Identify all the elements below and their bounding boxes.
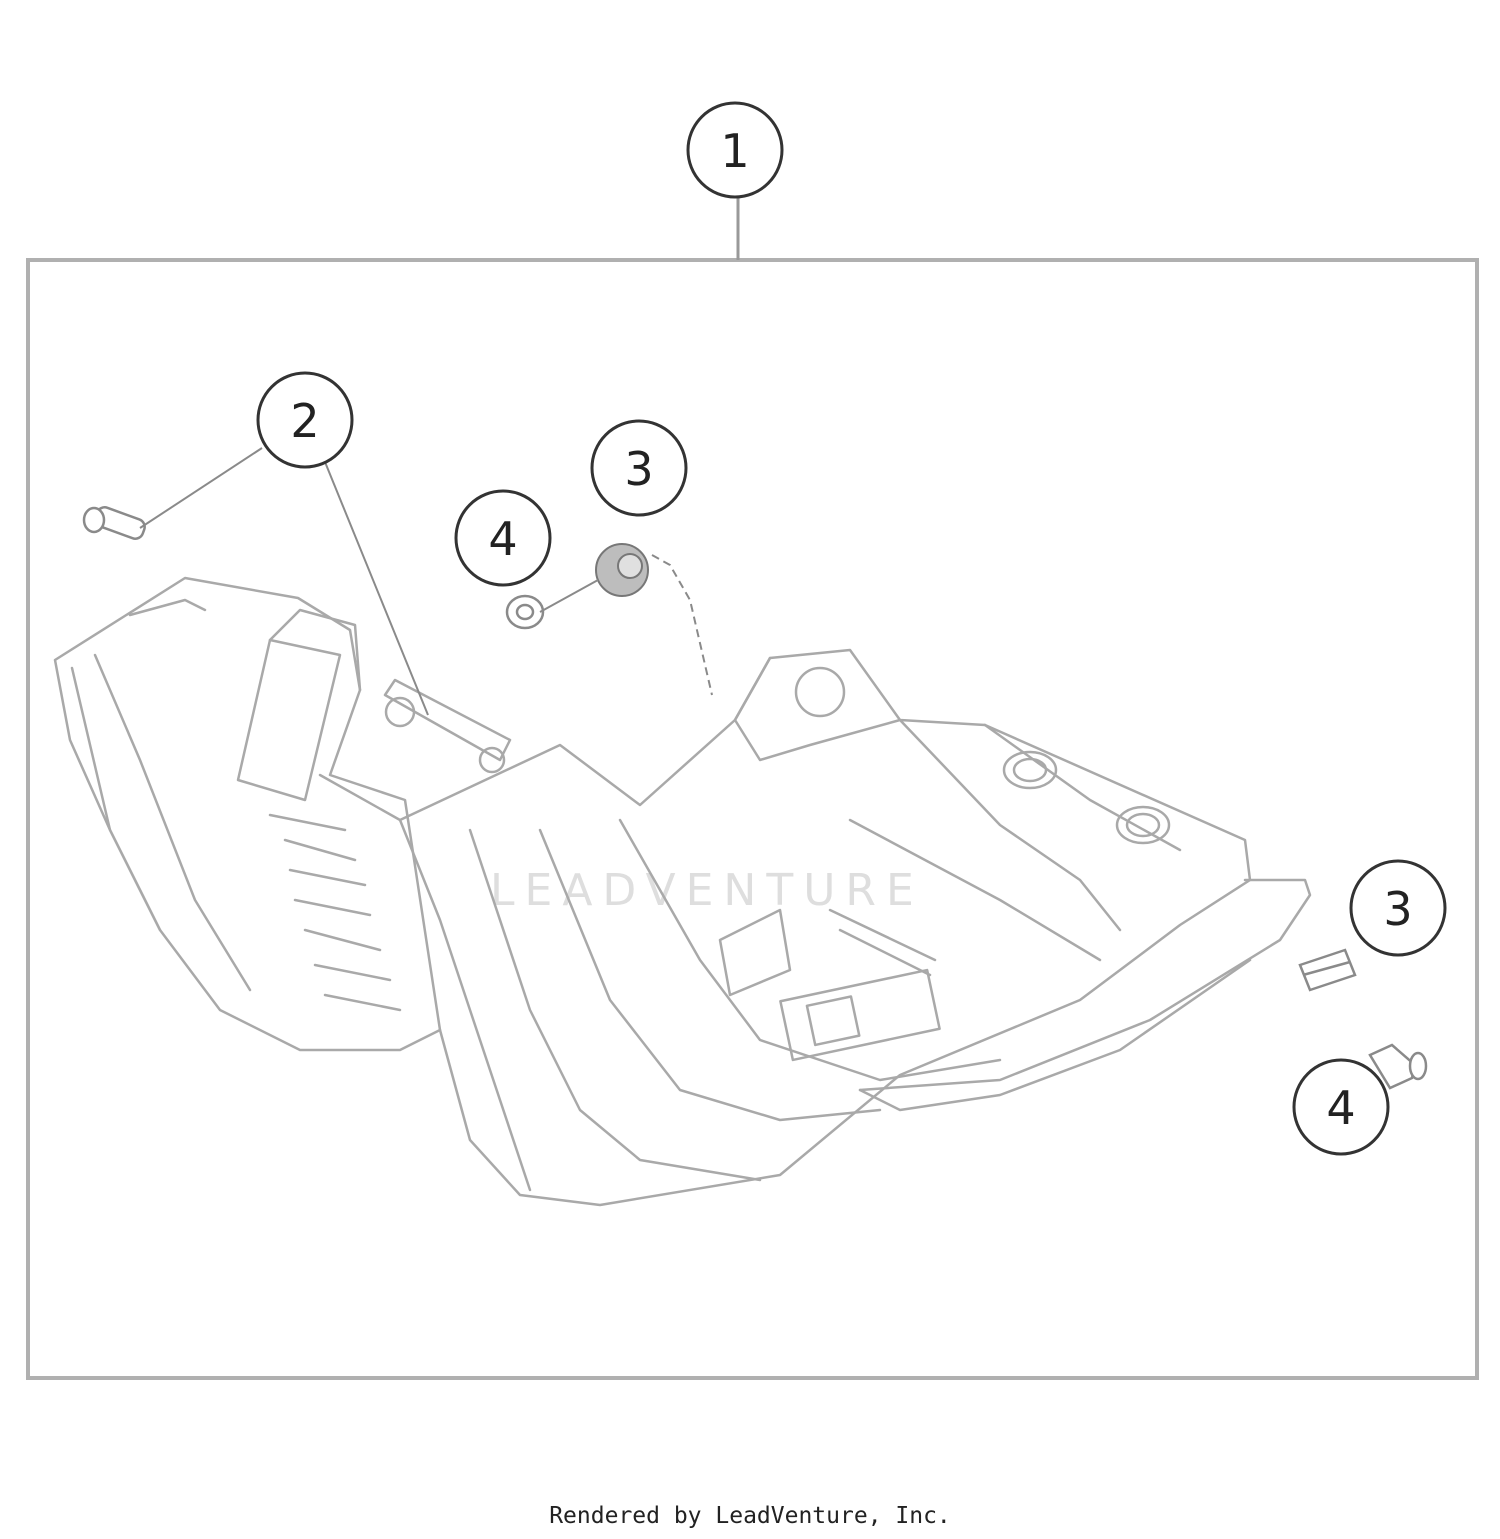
callout-3-right-label: 3 — [1383, 882, 1412, 936]
callout-4-top-label: 4 — [488, 512, 517, 566]
screw-part-2 — [82, 506, 146, 540]
spacer-part-4-right — [1368, 1043, 1428, 1090]
parts-diagram: LEADVENTURE — [26, 101, 1479, 1380]
skid-plate — [53, 576, 1312, 1207]
callout-1-label: 1 — [720, 124, 749, 178]
callout-2[interactable]: 2 — [256, 371, 354, 469]
callout-2-leader-b — [324, 461, 429, 716]
callout-3-top-leader — [651, 554, 713, 696]
nut-part-3-top — [595, 543, 649, 597]
callout-1[interactable]: 1 — [686, 101, 784, 199]
callout-3-right[interactable]: 3 — [1349, 859, 1447, 957]
callout-2-leader-a — [139, 447, 263, 529]
callout-2-label: 2 — [290, 394, 319, 448]
footer-credit: Rendered by LeadVenture, Inc. — [549, 1503, 951, 1529]
callout-4-top-leader — [539, 579, 599, 613]
watermark-text: LEADVENTURE — [490, 865, 924, 916]
callout-4-top[interactable]: 4 — [454, 489, 552, 587]
callout-4-right-label: 4 — [1326, 1081, 1355, 1135]
washer-part-4-top — [505, 594, 545, 630]
nut-part-3-right — [1298, 948, 1357, 992]
callout-3-top[interactable]: 3 — [590, 419, 688, 517]
callout-3-top-label: 3 — [624, 442, 653, 496]
assembly-frame — [26, 258, 1479, 1380]
callout-4-right[interactable]: 4 — [1292, 1058, 1390, 1156]
